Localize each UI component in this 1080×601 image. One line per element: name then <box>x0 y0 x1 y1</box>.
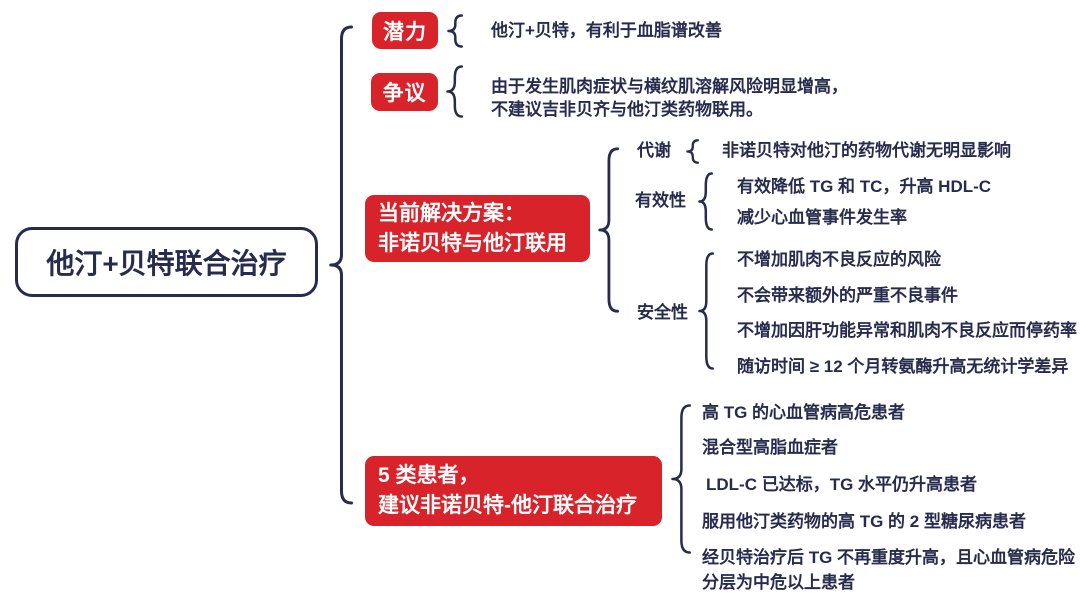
safety-item: 随访时间 ≥ 12 个月转氨酶升高无统计学差异 <box>737 357 1069 376</box>
safety-brace-connector <box>698 252 714 370</box>
patients-item: 高 TG 的心血管病高危患者 <box>702 403 906 422</box>
branch-patients-badge: 5 类患者， 建议非诺贝特-他汀联合治疗 <box>365 456 662 526</box>
patients-brace-connector <box>671 404 691 554</box>
efficacy-item: 减少心血管事件发生率 <box>737 208 907 227</box>
safety-item: 不增加肌肉不良反应的风险 <box>737 250 941 269</box>
root-node-label: 他汀+贝特联合治疗 <box>46 248 287 279</box>
patients-item: 经贝特治疗后 TG 不再重度升高，且心血管病危险分层为中危以上患者 <box>702 548 1076 592</box>
efficacy-item: 有效降低 TG 和 TC，升高 HDL-C <box>737 177 992 196</box>
root-brace-connector <box>329 25 353 505</box>
safety-label: 安全性 <box>637 303 688 322</box>
branch-solution-badge: 当前解决方案： 非诺贝特与他汀联用 <box>365 195 590 262</box>
solution-badge-line-2: 非诺贝特与他汀联用 <box>378 231 567 255</box>
metabolism-label: 代谢 <box>637 141 671 160</box>
patients-item: 服用他汀类药物的高 TG 的 2 型糖尿病患者 <box>702 512 1026 531</box>
solution-brace-connector <box>598 147 619 313</box>
controversy-text: 由于发生肌肉症状与横纹肌溶解风险明显增高， 不建议吉非贝齐与他汀类药物联用。 <box>491 75 848 121</box>
metabolism-item: 非诺贝特对他汀的药物代谢无明显影响 <box>722 141 1011 160</box>
solution-badge-line-1: 当前解决方案： <box>378 201 525 225</box>
patients-badge-line-1: 5 类患者， <box>378 464 480 487</box>
efficacy-label: 有效性 <box>635 191 686 210</box>
efficacy-brace-connector <box>698 172 713 231</box>
controversy-brace-connector <box>446 65 463 118</box>
potential-brace-connector <box>447 14 463 48</box>
root-node: 他汀+贝特联合治疗 <box>15 227 318 297</box>
safety-item: 不增加因肝功能异常和肌肉不良反应而停药率 <box>737 321 1077 340</box>
patients-item: LDL-C 已达标，TG 水平仍升高患者 <box>706 475 978 494</box>
patients-item: 混合型高脂血症者 <box>702 438 838 457</box>
branch-controversy-badge: 争议 <box>371 73 438 111</box>
controversy-line-1: 由于发生肌肉症状与横纹肌溶解风险明显增高， <box>491 77 848 96</box>
potential-item: 他汀+贝特，有利于血脂谱改善 <box>491 21 722 40</box>
branch-potential-badge: 潜力 <box>372 12 438 49</box>
safety-item: 不会带来额外的严重不良事件 <box>737 286 958 305</box>
metabolism-brace-connector <box>686 139 699 164</box>
controversy-line-2: 不建议吉非贝齐与他汀类药物联用。 <box>491 100 763 119</box>
patients-badge-line-2: 建议非诺贝特-他汀联合治疗 <box>378 494 637 517</box>
